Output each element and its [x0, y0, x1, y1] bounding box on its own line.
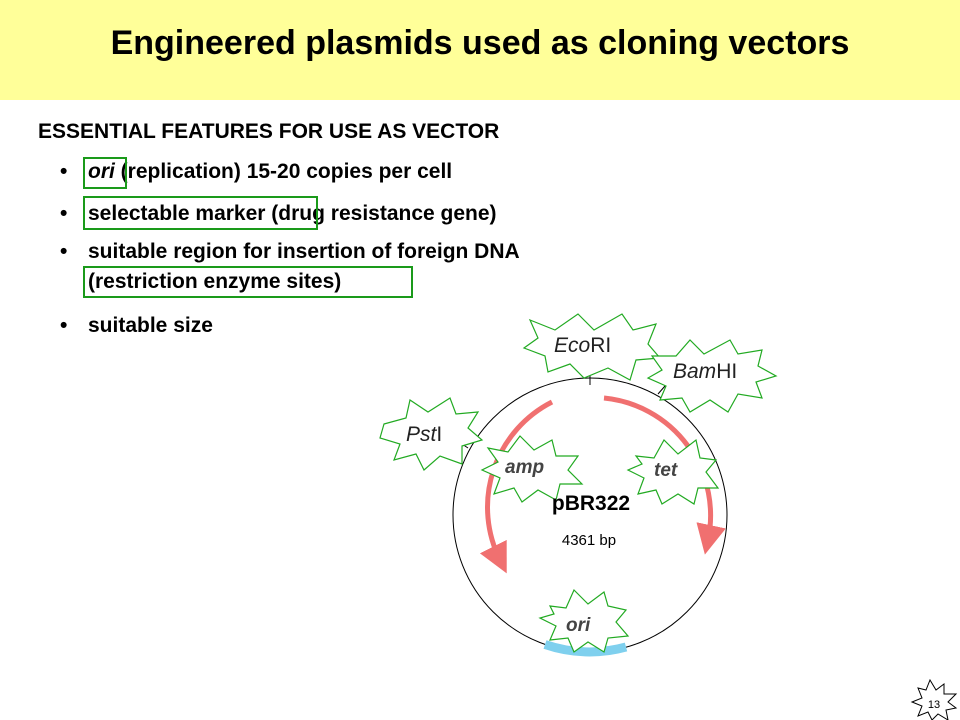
bamhi-label: BamHI — [673, 360, 737, 383]
ori-highlight-box — [83, 157, 127, 189]
amp-starburst: amp — [480, 435, 584, 503]
restriction-sites-highlight-box — [83, 266, 413, 298]
psti-label: PstI — [406, 423, 442, 446]
psti-starburst: PstI — [379, 397, 484, 471]
bullet-marker: • — [60, 202, 68, 225]
bullet-marker: • — [60, 160, 68, 183]
slide-number-badge: 13 — [910, 678, 958, 720]
selectable-marker-text: selectable marker — [88, 202, 266, 225]
ori-highlight-text: ori — [88, 160, 115, 183]
bullet-marker: • — [60, 240, 68, 263]
tet-label: tet — [654, 460, 678, 481]
ori-segment — [543, 640, 628, 657]
insertion-region-line1: suitable region for insertion of foreign… — [88, 240, 520, 263]
slide-title: Engineered plasmids used as cloning vect… — [110, 24, 850, 62]
bullet-marker-text: (drug resistance gene) — [265, 202, 497, 225]
suitable-size-text: suitable size — [88, 314, 213, 337]
bullet-ori-text: (replication) 15-20 copies per cell — [114, 160, 453, 183]
bullet-marker: • — [60, 314, 68, 337]
ecori-starburst: EcoRI — [522, 313, 662, 381]
ori-starburst: ori — [538, 588, 630, 653]
bamhi-site-tick — [657, 385, 666, 395]
ecori-label: EcoRI — [554, 334, 611, 357]
tet-starburst: tet — [626, 438, 720, 505]
plasmid-size: 4361 bp — [562, 532, 616, 549]
slide-number: 13 — [928, 699, 940, 711]
section-heading: ESSENTIAL FEATURES FOR USE AS VECTOR — [38, 120, 500, 143]
amp-label: amp — [505, 457, 544, 478]
bamhi-starburst: BamHI — [646, 339, 778, 413]
title-bar: Engineered plasmids used as cloning vect… — [0, 0, 960, 100]
selectable-marker-highlight-box — [83, 196, 318, 230]
insertion-region-line2: (restriction enzyme sites) — [88, 270, 342, 293]
plasmid-name: pBR322 — [552, 492, 630, 515]
ori-label: ori — [566, 615, 591, 636]
